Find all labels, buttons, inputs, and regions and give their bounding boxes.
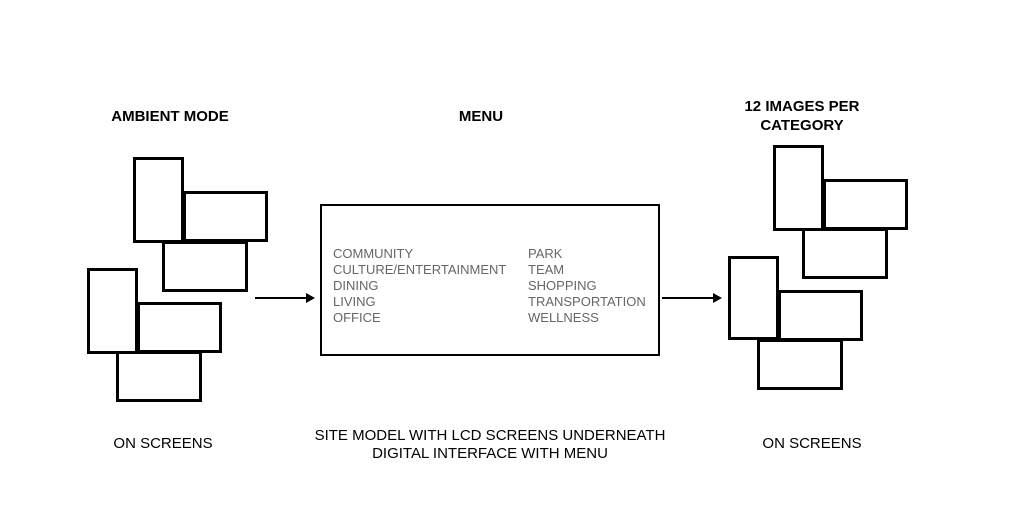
screen-landscape <box>757 339 843 390</box>
menu-caption-line: DIGITAL INTERFACE WITH MENU <box>372 445 608 462</box>
screen-landscape <box>116 351 202 402</box>
menu-interface-box: COMMUNITY CULTURE/ENTERTAINMENT DINING L… <box>320 204 660 356</box>
menu-item[interactable]: CULTURE/ENTERTAINMENT <box>333 262 507 277</box>
screen-portrait <box>87 268 138 354</box>
category-caption: ON SCREENS <box>762 435 862 452</box>
menu-caption: SITE MODEL WITH LCD SCREENS UNDERNEATH D… <box>260 427 720 463</box>
menu-item[interactable]: PARK <box>528 246 563 261</box>
screen-landscape <box>183 191 268 242</box>
menu-item[interactable]: DINING <box>333 278 379 293</box>
arrow-right-icon <box>255 293 315 303</box>
screen-landscape <box>823 179 908 230</box>
ambient-mode-title: AMBIENT MODE <box>111 108 229 125</box>
ambient-caption: ON SCREENS <box>113 435 213 452</box>
menu-item[interactable]: TRANSPORTATION <box>528 294 646 309</box>
screen-landscape <box>802 228 888 279</box>
menu-item[interactable]: LIVING <box>333 294 376 309</box>
menu-item[interactable]: WELLNESS <box>528 310 599 325</box>
menu-left-column: COMMUNITY CULTURE/ENTERTAINMENT DINING L… <box>333 246 506 326</box>
menu-right-column: PARK TEAM SHOPPING TRANSPORTATION WELLNE… <box>528 246 646 326</box>
screen-portrait <box>773 145 824 231</box>
menu-item[interactable]: OFFICE <box>333 310 381 325</box>
category-title-line: CATEGORY <box>760 117 844 134</box>
menu-caption-line: SITE MODEL WITH LCD SCREENS UNDERNEATH <box>314 427 666 444</box>
arrow-right-icon <box>662 293 722 303</box>
menu-title: MENU <box>458 108 504 125</box>
screen-landscape <box>137 302 222 353</box>
category-title: 12 IMAGES PER CATEGORY <box>717 97 887 135</box>
screen-portrait <box>133 157 184 243</box>
menu-item[interactable]: SHOPPING <box>528 278 597 293</box>
screen-portrait <box>728 256 779 340</box>
menu-item[interactable]: TEAM <box>528 262 565 277</box>
screen-landscape <box>778 290 863 341</box>
screen-landscape <box>162 241 248 292</box>
menu-item[interactable]: COMMUNITY <box>333 246 414 261</box>
category-title-line: 12 IMAGES PER <box>744 98 860 115</box>
